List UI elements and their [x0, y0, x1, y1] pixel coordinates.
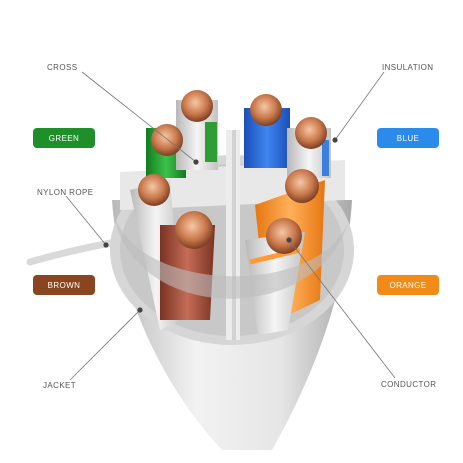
jacket-callout-line [69, 309, 141, 381]
insulation-callout-line [334, 71, 385, 141]
conductor-label: CONDUCTOR [381, 380, 437, 389]
orange-badge: ORANGE [377, 275, 439, 295]
nylon-rope-label: NYLON ROPE [37, 188, 94, 197]
cross-label: CROSS [47, 63, 78, 72]
conductor-callout-line [288, 239, 396, 379]
jacket-label: JACKET [43, 381, 77, 390]
blue-badge: BLUE [377, 128, 439, 148]
nylon-callout-line [65, 195, 107, 246]
brown-badge: BROWN [33, 275, 95, 295]
cross-callout-line [81, 71, 197, 163]
insulation-label: INSULATION [382, 63, 434, 72]
green-badge: GREEN [33, 128, 95, 148]
